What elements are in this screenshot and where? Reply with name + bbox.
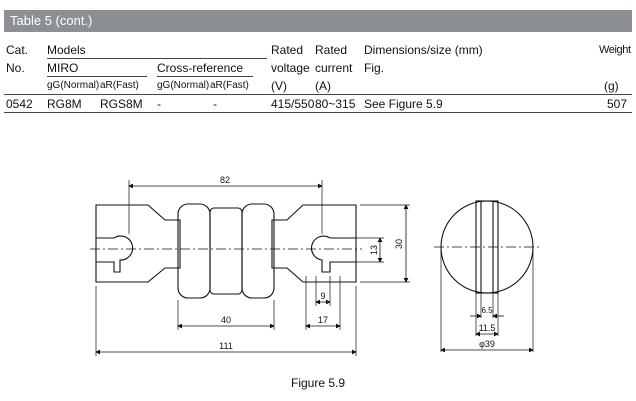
cell-ar-model: RGS8M: [100, 97, 143, 111]
dim-9-label: 9: [320, 291, 325, 301]
dim-13-label: 13: [369, 245, 379, 255]
end-view-dimension-lines: [440, 313, 534, 353]
dim-6-5-label: 6.5: [481, 306, 493, 315]
fuse-technical-drawing: 82 40 17 9 111 13 30 6.5 11.5 φ39: [90, 175, 541, 356]
header-no: No.: [6, 61, 25, 75]
header-bottom-rule: [4, 94, 632, 95]
cell-dimensions: See Figure 5.9: [364, 97, 443, 111]
header-row-2: No. MIRO Cross-reference voltage current…: [4, 60, 632, 76]
header-weight-unit: (g): [604, 79, 619, 93]
cell-current: 80~315: [315, 97, 356, 111]
header-rated-current-line1: Rated: [315, 43, 348, 57]
dim-17-label: 17: [318, 315, 328, 325]
header-fig: Fig.: [364, 61, 385, 75]
header-rated-current-line2: current: [315, 61, 353, 75]
dim-111-label: 111: [219, 341, 233, 351]
cell-cross-ar: -: [213, 97, 217, 111]
header-dimensions: Dimensions/size (mm): [364, 43, 483, 57]
cell-weight: 507: [607, 97, 628, 111]
header-cross-ar-fast: aR(Fast): [210, 80, 249, 91]
header-voltage-unit: (V): [271, 79, 287, 93]
header-models: Models: [47, 43, 86, 57]
table-bottom-rule: [4, 112, 632, 113]
header-gg-normal: gG(Normal): [47, 80, 100, 91]
header-ar-fast: aR(Fast): [100, 80, 139, 91]
dimension-lines: [95, 183, 409, 355]
dim-phi39-label: φ39: [479, 339, 495, 349]
header-cross-gg-normal: gG(Normal): [157, 80, 210, 91]
header-row-3: gG(Normal) aR(Fast) gG(Normal) aR(Fast) …: [4, 78, 632, 94]
cell-voltage: 415/550: [271, 97, 315, 111]
header-weight: Weight: [599, 44, 631, 56]
miro-underline: [47, 76, 147, 77]
header-miro: MIRO: [47, 61, 79, 75]
cell-gg-model: RG8M: [47, 97, 82, 111]
header-current-unit: (A): [315, 79, 331, 93]
table-row: 0542 RG8M RGS8M - - 415/550 80~315 See F…: [4, 96, 632, 112]
header-rated-voltage-line1: Rated: [271, 43, 304, 57]
figure-caption: Figure 5.9: [290, 376, 346, 390]
cell-cross-gg: -: [157, 97, 161, 111]
header-cat: Cat.: [6, 43, 29, 57]
cell-cat-no: 0542: [6, 97, 33, 111]
table-title: Table 5 (cont.): [10, 13, 93, 28]
dim-82-label: 82: [220, 175, 230, 185]
dim-11-5-label: 11.5: [479, 323, 496, 333]
header-cross-reference: Cross-reference: [157, 61, 244, 75]
fuse-side-view: [95, 203, 357, 299]
dim-40-label: 40: [221, 315, 231, 325]
models-underline: [47, 58, 267, 59]
dim-30-label: 30: [394, 239, 404, 249]
header-rated-voltage-line2: voltage: [271, 61, 310, 75]
table-title-banner: Table 5 (cont.): [4, 10, 632, 32]
end-view-extension-lines: [440, 250, 534, 352]
cross-reference-underline: [157, 76, 253, 77]
extension-lines: [95, 180, 410, 356]
header-row-1: Cat. Models Rated Rated Dimensions/size …: [4, 42, 632, 58]
